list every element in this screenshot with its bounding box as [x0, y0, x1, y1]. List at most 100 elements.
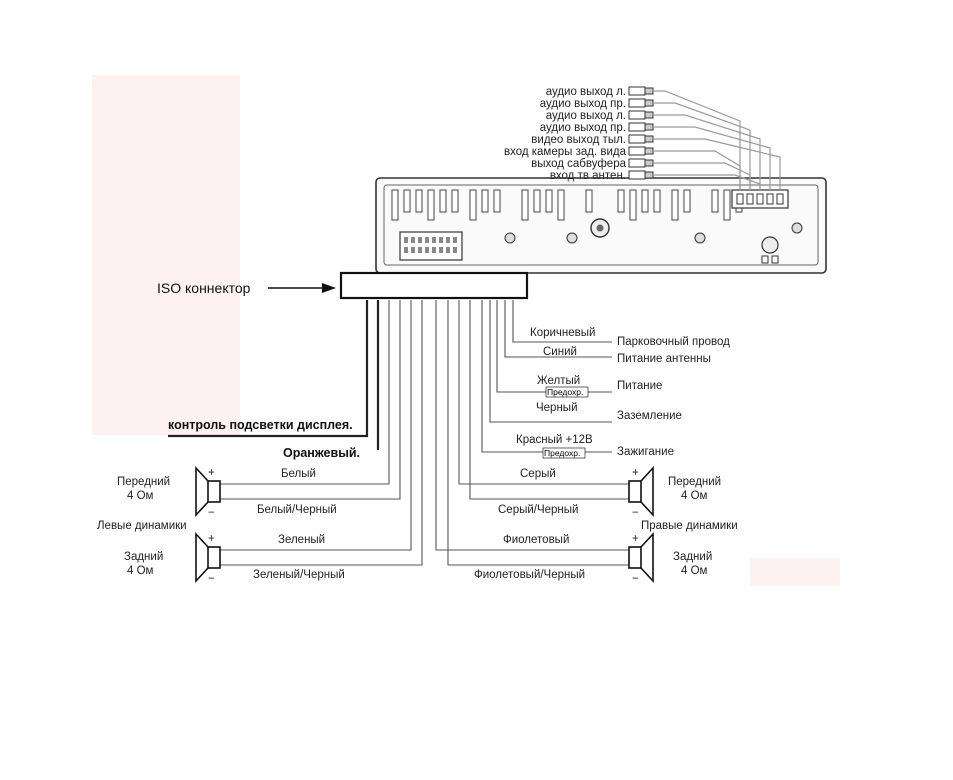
- arrow-right-icon: [322, 283, 336, 293]
- heatsink-fin: [653, 189, 661, 213]
- rca-plug-icon: [628, 158, 646, 168]
- heatsink-fin: [493, 189, 501, 213]
- fuse-icon: [545, 386, 589, 398]
- polarity-minus-label: −: [632, 573, 639, 585]
- iso-connector-block: [339, 271, 529, 300]
- heatsink-fin: [545, 189, 553, 213]
- fuse-slot-icon: [761, 255, 769, 264]
- yellow-wire-label: Желтый: [537, 375, 580, 387]
- rear-left-neg-wire-label: Зеленый/Черный: [253, 569, 345, 581]
- left-rear-speaker-name: Задний: [124, 551, 163, 563]
- polarity-plus-label: +: [632, 533, 639, 545]
- front-left-neg-wire-label: Белый/Черный: [257, 504, 337, 516]
- power-function: Питание: [617, 380, 662, 392]
- brown-wire-label: Коричневый: [530, 327, 595, 339]
- socket-pin: [432, 237, 436, 243]
- rca-terminal-pins: [736, 193, 784, 205]
- rca-plug-collar-icon: [644, 147, 654, 155]
- heatsink-fin: [533, 189, 541, 213]
- rca-terminal-pin: [756, 193, 764, 205]
- polarity-minus-label: −: [208, 573, 215, 585]
- rca-plug-icon: [628, 134, 646, 144]
- wire-rear-left-neg: [220, 300, 423, 566]
- rca-plug-collar-icon: [644, 123, 654, 131]
- iso-connector-label: ISO коннектор: [157, 280, 251, 296]
- screw-icon: [504, 232, 516, 244]
- rca-cable-label: вход камеры зад. вида: [504, 146, 627, 158]
- rca-plug-collar-icon: [644, 87, 654, 95]
- socket-pin: [425, 247, 429, 253]
- left-speakers-group-label: Левые динамики: [97, 520, 187, 532]
- heatsink-fin: [521, 189, 529, 221]
- heatsink-fin: [617, 189, 625, 213]
- front-right-neg-wire-label: Серый/Черный: [498, 504, 578, 516]
- socket-pin: [453, 237, 457, 243]
- heatsink-fin: [641, 189, 649, 213]
- rca-cable-lead: [653, 90, 741, 190]
- heatsink-fin: [427, 189, 435, 221]
- socket-pin: [404, 247, 408, 253]
- front-left-pos-wire-label: Белый: [281, 468, 316, 480]
- wire-front-left-neg: [220, 300, 401, 500]
- rca-cable-group: аудио выход л.аудио выход пр.аудио выход…: [504, 86, 781, 190]
- rca-plug-icon: [628, 110, 646, 120]
- wire-front-left-pos: [220, 300, 390, 485]
- rca-terminal-pin: [766, 193, 774, 205]
- screw-icon: [566, 232, 578, 244]
- heatsink-fin: [415, 189, 423, 213]
- left-rear-speaker-impedance: 4 Ом: [127, 565, 154, 577]
- parking-wire-function: Парковочный провод: [617, 336, 730, 348]
- left-front-speaker-name: Передний: [117, 476, 170, 488]
- fuse-label: Предохр.: [544, 448, 580, 458]
- rca-terminal-pin: [736, 193, 744, 205]
- left-front-speaker-impedance: 4 Ом: [127, 490, 154, 502]
- rca-plug-collar-icon: [644, 159, 654, 167]
- socket-pin: [418, 247, 422, 253]
- socket-pin: [425, 237, 429, 243]
- iso-socket-pins: [404, 237, 457, 253]
- polarity-minus-label: −: [632, 507, 639, 519]
- ground-function: Заземление: [617, 410, 682, 422]
- right-rear-speaker-name: Задний: [673, 551, 712, 563]
- rca-cable-lead: [653, 114, 761, 190]
- rca-plug-icon: [628, 86, 646, 96]
- wire-blue-antenna: [504, 300, 612, 358]
- wire-backlight: [168, 300, 369, 438]
- speaker-icon: [628, 531, 654, 584]
- socket-pin: [439, 237, 443, 243]
- heatsink-fin: [481, 189, 489, 213]
- wire-rear-right-pos: [435, 300, 640, 551]
- socket-pin: [453, 247, 457, 253]
- ignition-function: Зажигание: [617, 446, 674, 458]
- polarity-minus-label: −: [208, 507, 215, 519]
- speaker-icon: [195, 465, 221, 518]
- rear-right-neg-wire-label: Фиолетовый/Черный: [474, 569, 585, 581]
- blue-wire-label: Синий: [543, 346, 577, 358]
- right-front-speaker-impedance: 4 Ом: [681, 490, 708, 502]
- rca-plug-icon: [628, 146, 646, 156]
- rca-cable-lead: [653, 150, 741, 190]
- rca-cable-lead: [653, 126, 771, 190]
- right-speakers-group-label: Правые динамики: [641, 520, 738, 532]
- polarity-plus-label: +: [632, 467, 639, 479]
- heatsink-fin: [557, 189, 565, 221]
- right-rear-speaker-impedance: 4 Ом: [681, 565, 708, 577]
- iso-socket: [399, 231, 463, 261]
- rca-cable-label: аудио выход пр.: [540, 98, 626, 110]
- mount-bolt-center-icon: [596, 224, 604, 232]
- socket-pin: [418, 237, 422, 243]
- background-patch: [750, 558, 840, 586]
- rca-plug-icon: [628, 122, 646, 132]
- heatsink-fin: [629, 189, 637, 221]
- rca-plug-icon: [628, 170, 646, 180]
- red-wire-label: Красный +12В: [516, 434, 593, 446]
- wire-brown-parking: [512, 300, 612, 343]
- fuse-icon: [542, 447, 586, 459]
- rca-cable-lead: [653, 174, 761, 190]
- rca-plug-collar-icon: [644, 99, 654, 107]
- rca-plug-collar-icon: [644, 135, 654, 143]
- socket-pin: [411, 247, 415, 253]
- rca-cable-label: аудио выход л.: [546, 110, 626, 122]
